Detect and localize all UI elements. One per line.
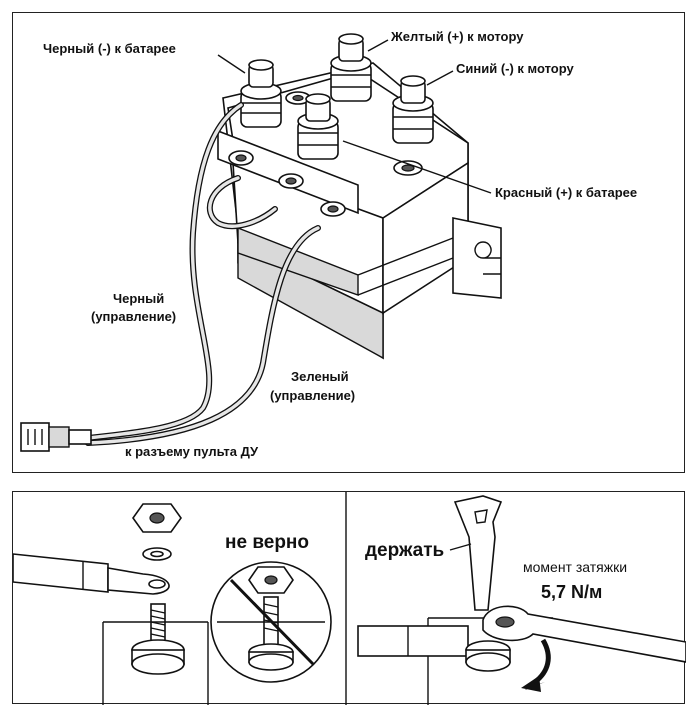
label-wrong: не верно [225, 532, 309, 553]
solenoid-wiring-panel: Черный (-) к батарее Желтый (+) к мотору… [12, 12, 685, 473]
label-hold: держать [365, 540, 444, 561]
torque-wrench [482, 605, 686, 663]
label-blue-motor: Синий (-) к мотору [456, 61, 575, 76]
label-torque-value: 5,7 N/м [541, 582, 602, 602]
hold-leader [449, 543, 472, 551]
rotation-arrow [521, 638, 551, 692]
label-black-control-2: (управление) [91, 309, 176, 324]
wrong-assembly [210, 561, 332, 683]
leader-lines [217, 39, 492, 194]
label-yellow-motor: Желтый (+) к мотору [390, 29, 524, 44]
assembly-panel: не верно держать момент затяжки 5,7 N/ [12, 491, 686, 705]
control-wires [85, 102, 321, 446]
label-green-control-2: (управление) [270, 388, 355, 403]
remote-connector [20, 422, 92, 452]
label-green-control-1: Зеленый [291, 369, 349, 384]
terminal-red-battery [297, 93, 339, 160]
terminal-black-battery [240, 59, 282, 128]
label-black-control-1: Черный [113, 291, 164, 306]
assembly-diagram: не верно держать момент затяжки 5,7 N/ [13, 492, 686, 705]
label-remote: к разъему пульта ДУ [125, 444, 259, 459]
label-torque-title: момент затяжки [523, 559, 627, 575]
solenoid-diagram: Черный (-) к батарее Желтый (+) к мотору… [20, 29, 637, 459]
label-black-battery: Черный (-) к батарее [43, 41, 176, 56]
control-terminal-plate [217, 129, 359, 217]
correct-assembly [13, 503, 209, 705]
label-red-battery: Красный (+) к батарее [495, 185, 637, 200]
base-block-right [357, 617, 553, 705]
terminal-blue-motor [392, 75, 434, 144]
wrench-holding [453, 495, 503, 611]
prohibit-slash [229, 578, 315, 666]
terminal-yellow-motor [330, 33, 372, 102]
